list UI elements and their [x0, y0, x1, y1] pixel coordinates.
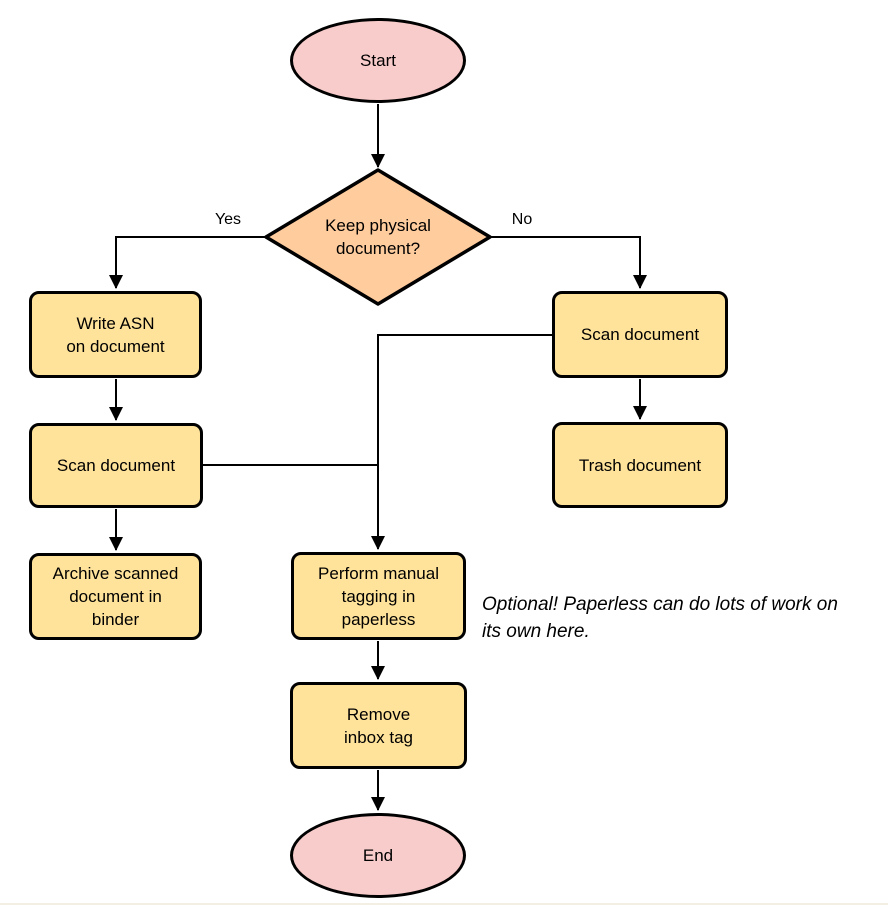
edge-label-no: No	[511, 211, 533, 228]
node-scan-document-right: Scan document	[552, 291, 728, 378]
node-write-asn: Write ASN on document	[29, 291, 202, 378]
node-start: Start	[290, 18, 466, 103]
edge-label-yes: Yes	[214, 211, 242, 228]
edge-decision-yes-to-write-asn	[109, 236, 266, 289]
node-scan-document-left: Scan document	[29, 423, 203, 508]
node-end: End	[290, 813, 466, 898]
node-trash-document: Trash document	[552, 422, 728, 508]
optional-note: Optional! Paperless can do lots of work …	[482, 594, 838, 642]
node-decision-label: Keep physical document?	[325, 216, 431, 258]
decision-diamond-shape	[264, 168, 492, 306]
node-remove-inbox-tag: Remove inbox tag	[290, 682, 467, 769]
edge-scan-right-to-perform-tagging	[371, 334, 552, 550]
edge-decision-no-to-scan-right	[490, 236, 647, 289]
bottom-hairline	[0, 903, 888, 905]
node-perform-tagging: Perform manual tagging in paperless	[291, 552, 466, 640]
node-archive-scanned: Archive scanned document in binder	[29, 553, 202, 640]
